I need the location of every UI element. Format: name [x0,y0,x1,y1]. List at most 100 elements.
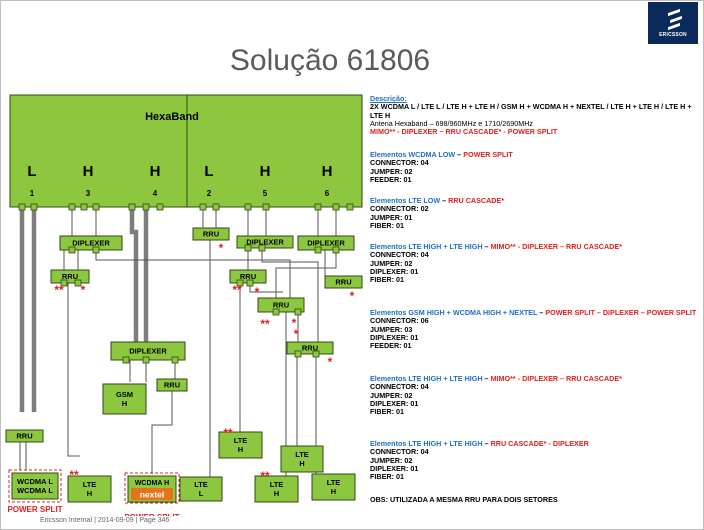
port-band: L [27,163,36,180]
marker-star: * [350,289,355,303]
lte-h-box-label: H [331,487,336,496]
rru-box [324,275,363,289]
element-item: FIBER: 01 [370,220,404,230]
element-group: Elementos LTE HIGH + LTE HIGH – MIMO** -… [370,374,700,417]
port-number: 5 [263,189,268,198]
power-split-frame [8,469,62,503]
element-group-sep: – [455,150,464,159]
element-item: DIPLEXER: 01 [370,463,419,473]
element-item: CONNECTOR: 04 [370,447,429,457]
element-item: FIBER: 01 [370,472,404,482]
connector [142,203,150,211]
connector [332,203,340,211]
description-line1: 2X WCDMA L / LTE L / LTE H + LTE H / GSM… [370,102,692,120]
lte-h-box-label: LTE [234,436,248,445]
marker-star: ** [223,426,233,440]
port-band: H [83,163,94,180]
rru-box [5,429,44,443]
lte-l-box [179,476,223,502]
diplexer-box-label: DIPLEXER [307,239,345,248]
diplexer-box-label: DIPLEXER [72,239,110,248]
element-item: FEEDER: 01 [370,174,412,184]
element-item: CONNECTOR: 02 [370,204,429,214]
element-group-sep: – [482,439,491,448]
marker-star: * [255,285,260,299]
description-label: Descrição: [370,94,407,103]
element-group-head: Elementos GSM HIGH + WCDMA HIGH + NEXTEL [370,308,538,317]
port-band: H [150,163,161,180]
lte-h-box [311,473,356,501]
hexaband-antenna [9,94,363,208]
marker-star: ** [260,317,270,331]
connector [199,203,207,211]
lte-l-box-label: LTE [194,480,208,489]
connector [262,203,270,211]
element-item: FIBER: 01 [370,275,404,285]
wcdma-l-box [11,472,59,500]
connector [258,244,266,252]
rru-box-label: RRU [240,272,256,281]
diplexer-box-label: DIPLEXER [129,347,167,356]
diplexer-box [59,235,123,251]
footer: Ericsson Internal | 2014-09-09 | Page 34… [40,517,170,524]
connector [332,246,340,254]
connector [312,350,320,358]
connector [30,203,38,211]
rru-box-label: RRU [164,381,180,390]
element-group-title: Elementos GSM HIGH + WCDMA HIGH + NEXTEL… [370,308,700,317]
lte-h-box-label: LTE [327,478,341,487]
lte-h-box-label: H [87,489,92,498]
connector [122,356,130,364]
marker-star: * [292,316,297,330]
connector [346,203,354,211]
cable [151,391,173,474]
connector [272,308,280,316]
description-line3: MIMO** - DIPLEXER – RRU CASCADE* - POWER… [370,127,558,137]
element-group: Elementos LTE HIGH + LTE HIGH – RRU CASC… [370,439,700,482]
connector [68,246,76,254]
connector [244,244,252,252]
element-item: FIBER: 01 [370,407,404,417]
cable [95,250,291,298]
logo-text: ERICSSON [659,32,687,38]
element-group-tail: POWER SPLIT – DIPLEXER – POWER SPLIT [545,308,697,317]
lte-h-box-label: H [274,489,279,498]
port-number: 3 [86,189,91,198]
connector [212,203,220,211]
rru-box [257,297,305,313]
lte-h-box-label: LTE [83,480,97,489]
marker-star: ** [54,283,64,297]
element-group-title: Elementos LTE HIGH + LTE HIGH – MIMO** -… [370,242,700,251]
marker-star: * [328,355,333,369]
element-item: DIPLEXER: 01 [370,398,419,408]
connector [294,308,302,316]
element-group-tail: RRU CASCADE* - DIPLEXER [490,439,589,448]
rru-box-label: RRU [16,432,32,441]
element-item: JUMPER: 02 [370,455,413,465]
note: OBS: UTILIZADA A MESMA RRU PARA DOIS SET… [370,495,558,504]
cable [67,283,80,457]
lte-h-box-label: LTE [270,480,284,489]
logo-icon [668,8,682,31]
wcdma-l-box-label: WCDMA L [17,477,53,486]
port-number: 4 [153,189,158,198]
nextel-logo [131,488,173,500]
element-item: DIPLEXER: 01 [370,266,419,276]
connector [142,356,150,364]
element-group-head: Elementos LTE HIGH + LTE HIGH [370,242,483,251]
element-group-tail: MIMO** - DIPLEXER – RRU CASCADE* [490,242,622,251]
connector [92,246,100,254]
power-split-label: POWER SPLIT [124,513,179,516]
marker-star: ** [69,468,79,482]
element-group: Elementos LTE HIGH + LTE HIGH – MIMO** -… [370,242,700,285]
lte-h-box [280,445,324,473]
element-group-tail: MIMO** - DIPLEXER – RRU CASCADE* [490,374,622,383]
port-band: H [322,163,333,180]
marker-star: * [219,241,224,255]
connector [314,203,322,211]
port-number: 1 [30,189,35,198]
element-group-title: Elementos LTE LOW – RRU CASCADE* [370,196,700,205]
element-group-tail: RRU CASCADE* [448,196,505,205]
connector [128,203,136,211]
